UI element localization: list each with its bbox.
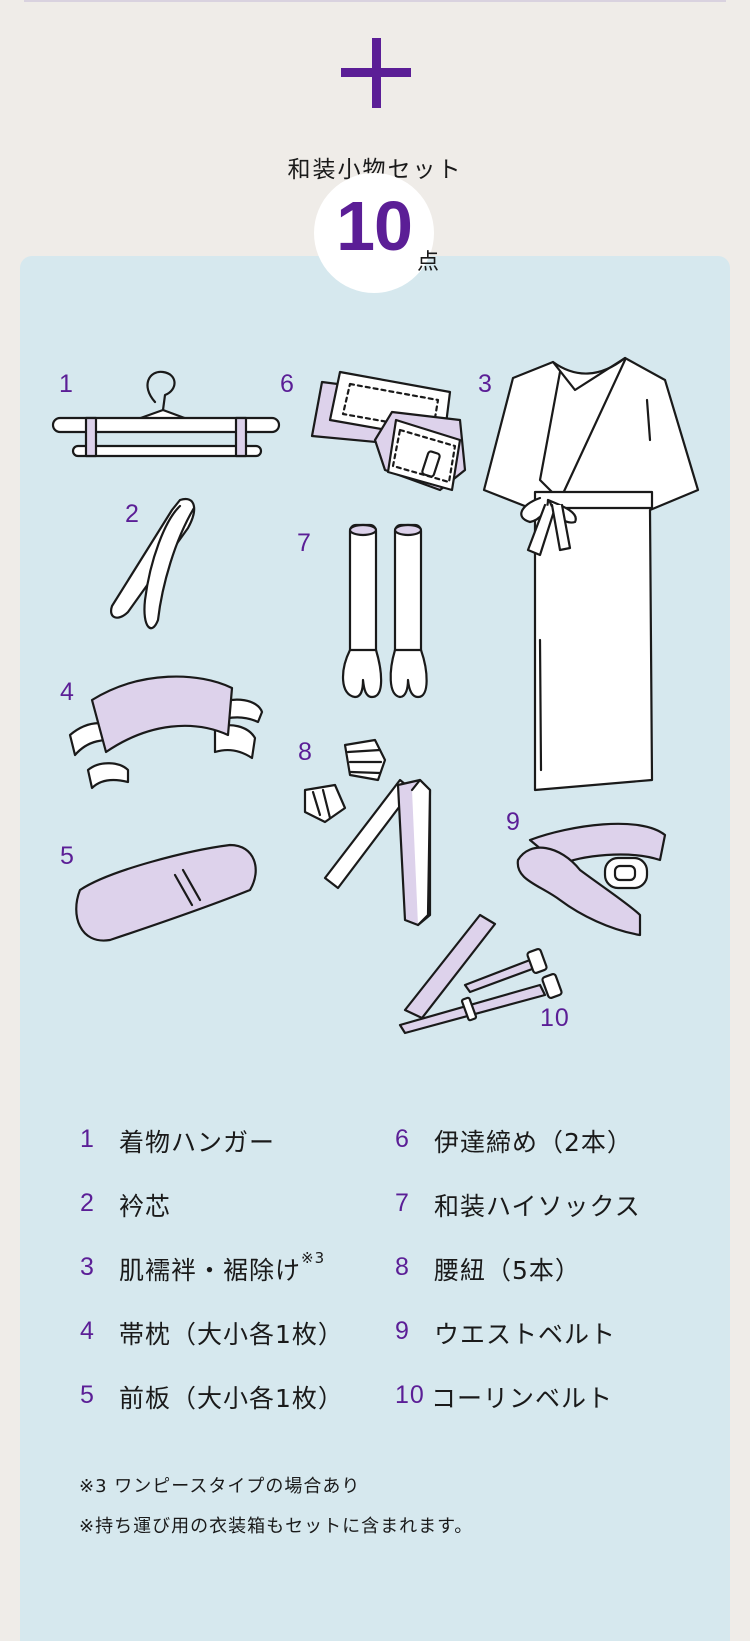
socks-illustration [342, 523, 428, 699]
item-number: 9 [395, 1317, 410, 1345]
item-label: 和装ハイソックス [434, 1192, 641, 1221]
top-divider [24, 0, 726, 2]
waist-belt-illustration [516, 822, 667, 937]
plus-icon [341, 38, 411, 108]
item-number: 8 [395, 1253, 410, 1281]
item-label: 着物ハンガー [119, 1128, 276, 1157]
item-count-unit: 点 [417, 250, 440, 275]
front-board-illustration [75, 843, 257, 942]
item-label: 衿芯 [119, 1192, 172, 1221]
illustration-label: 3 [478, 370, 493, 398]
illustration-label: 4 [60, 678, 75, 706]
footnote: ※持ち運び用の衣装箱もセットに含まれます。 [79, 1516, 474, 1537]
item-label: 帯枕（大小各1枚） [119, 1320, 344, 1349]
item-label: コーリンベルト [431, 1384, 614, 1413]
item-number: 2 [80, 1189, 95, 1217]
obi-pillow-illustration [68, 675, 264, 790]
item-label: 腰紐（5本） [434, 1256, 581, 1285]
item-number: 5 [80, 1381, 95, 1409]
item-number: 1 [80, 1125, 95, 1153]
footnote-ref: ※3 [301, 1249, 326, 1267]
korin-belt-illustration [398, 913, 563, 1035]
robe-illustration [482, 356, 700, 792]
item-number: 4 [80, 1317, 95, 1345]
footnote: ※3 ワンピースタイプの場合あり [79, 1476, 361, 1497]
item-number: 6 [395, 1125, 410, 1153]
item-number: 10 [395, 1381, 425, 1409]
item-label: 伊達締め（2本） [434, 1128, 633, 1157]
item-number: 7 [395, 1189, 410, 1217]
datejime-illustration [310, 370, 467, 492]
illustration-label: 10 [540, 1004, 570, 1032]
hanger-illustration [51, 370, 281, 458]
item-label: 肌襦袢・裾除け [119, 1256, 302, 1285]
illustration-label: 8 [298, 738, 313, 766]
illustration-label: 7 [297, 529, 312, 557]
illustration-label: 1 [59, 370, 74, 398]
item-label: ウエストベルト [434, 1320, 617, 1349]
item-number: 3 [80, 1253, 95, 1281]
illustration-label: 9 [506, 808, 521, 836]
illustration-label: 5 [60, 842, 75, 870]
count-badge [314, 173, 434, 293]
koshihimo-illustration [303, 738, 432, 927]
illustration-label: 6 [280, 370, 295, 398]
item-count: 10 [336, 187, 413, 265]
item-label: 前板（大小各1枚） [119, 1384, 344, 1413]
illustration-label: 2 [125, 500, 140, 528]
collar-core-illustration [110, 497, 196, 630]
